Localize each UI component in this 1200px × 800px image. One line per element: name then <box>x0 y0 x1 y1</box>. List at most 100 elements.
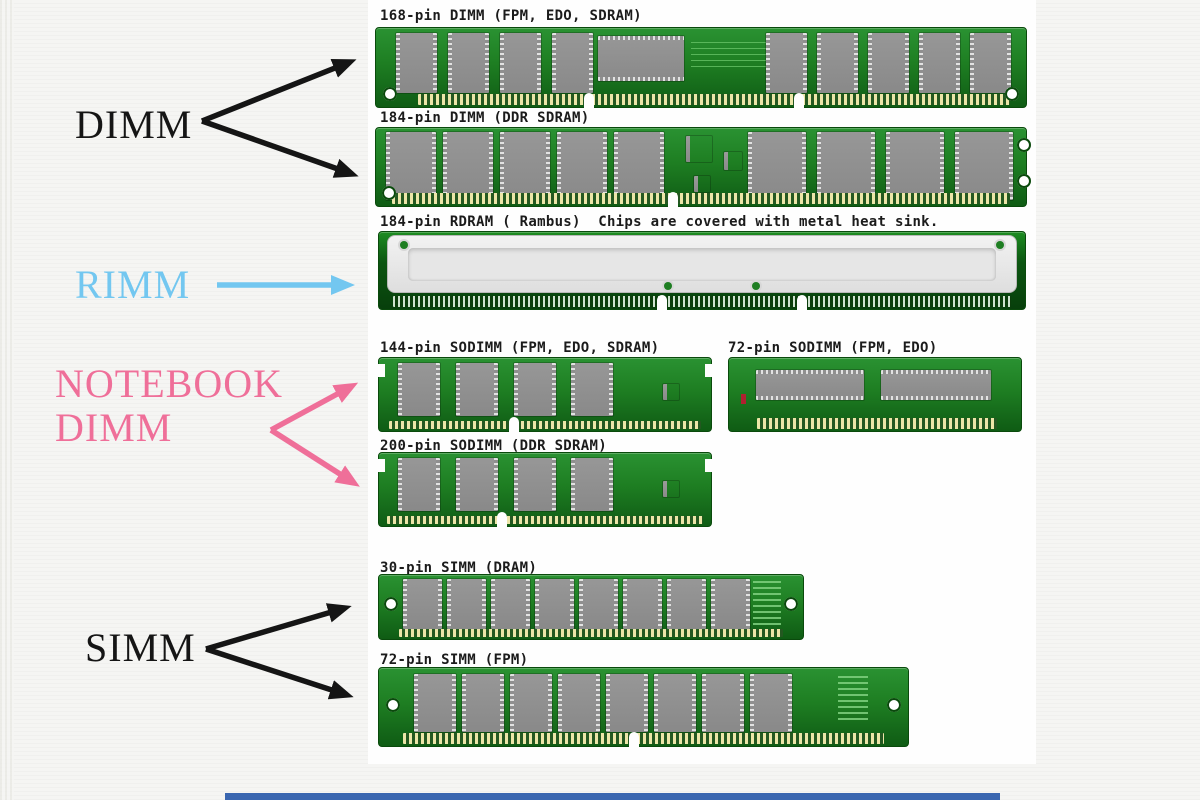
rivet <box>664 282 673 290</box>
spd-chip <box>663 384 679 400</box>
pin-connector <box>389 421 701 429</box>
component-dot <box>741 394 746 404</box>
module-caption-sodimm-200: 200-pin SODIMM (DDR SDRAM) <box>380 438 607 454</box>
memory-chip <box>614 132 664 200</box>
memory-chip <box>456 363 498 416</box>
category-label-notebook-dimm: NOTEBOOK DIMM <box>55 362 283 450</box>
module-caption-dimm-184: 184-pin DIMM (DDR SDRAM) <box>380 110 590 126</box>
module-caption-sodimm-144: 144-pin SODIMM (FPM, EDO, SDRAM) <box>380 340 660 356</box>
mounting-hole <box>1017 138 1031 152</box>
memory-chip <box>500 132 550 200</box>
memory-chip <box>500 33 541 93</box>
pin-connector <box>418 94 1010 105</box>
board-notch <box>705 459 712 472</box>
memory-chip <box>667 579 706 629</box>
footer-accent-bar <box>225 793 1000 800</box>
spd-chip <box>724 152 742 170</box>
pin-connector <box>757 418 997 429</box>
module-caption-dimm-168: 168-pin DIMM (FPM, EDO, SDRAM) <box>380 8 642 24</box>
memory-module-simm-72 <box>378 667 909 747</box>
metal-heat-sink <box>387 235 1017 293</box>
module-caption-simm-72: 72-pin SIMM (FPM) <box>380 652 529 668</box>
memory-chip <box>881 370 991 400</box>
memory-chip <box>571 458 613 511</box>
mounting-hole <box>1017 174 1031 188</box>
rivet <box>996 241 1004 249</box>
memory-chip <box>398 363 440 416</box>
pin-connector <box>392 193 1010 204</box>
memory-chip <box>817 33 858 93</box>
notebook-dimm-line2: DIMM <box>55 405 173 450</box>
spd-chip <box>686 136 712 162</box>
memory-chip <box>396 33 437 93</box>
memory-chip <box>491 579 530 629</box>
module-caption-sodimm-72: 72-pin SODIMM (FPM, EDO) <box>728 340 938 356</box>
memory-chip <box>510 674 552 732</box>
pin-connector <box>399 629 783 637</box>
mounting-hole <box>887 698 901 712</box>
mounting-hole <box>1005 87 1019 101</box>
memory-chip <box>868 33 909 93</box>
category-label-simm: SIMM <box>85 625 196 670</box>
notebook-dimm-line1: NOTEBOOK <box>55 361 283 406</box>
heat-sink-plate <box>408 248 996 281</box>
memory-chip <box>403 579 442 629</box>
connector-notch <box>794 93 804 108</box>
pin-connector <box>387 516 703 524</box>
connector-notch <box>797 295 807 310</box>
mounting-hole <box>386 698 400 712</box>
connector-notch <box>509 417 519 432</box>
mounting-hole <box>382 186 396 200</box>
connector-notch <box>668 192 678 207</box>
memory-chip <box>886 132 944 200</box>
board-notch <box>378 364 385 377</box>
simm-arrows <box>205 603 354 700</box>
memory-chip <box>579 579 618 629</box>
memory-chip <box>955 132 1013 200</box>
memory-chip <box>817 132 875 200</box>
memory-chip <box>919 33 960 93</box>
memory-chip <box>756 370 864 400</box>
module-caption-simm-30: 30-pin SIMM (DRAM) <box>380 560 538 576</box>
memory-chip <box>711 579 750 629</box>
memory-chip <box>623 579 662 629</box>
memory-module-rdram-184 <box>378 231 1026 310</box>
memory-chip <box>462 674 504 732</box>
board-notch <box>705 364 712 377</box>
memory-module-sodimm-144 <box>378 357 712 432</box>
memory-module-simm-30 <box>378 574 804 640</box>
board-notch <box>378 459 385 472</box>
memory-chip <box>766 33 807 93</box>
rivet <box>752 282 761 290</box>
memory-chip <box>414 674 456 732</box>
mounting-hole <box>784 597 798 611</box>
memory-chip <box>654 674 696 732</box>
pin-connector <box>403 733 884 744</box>
rivet <box>400 241 408 249</box>
mounting-hole <box>383 87 397 101</box>
pcb-traces <box>691 42 776 72</box>
dimm-arrows <box>200 59 359 178</box>
memory-chip <box>448 33 489 93</box>
memory-chip <box>748 132 806 200</box>
memory-chip <box>970 33 1011 93</box>
memory-module-sodimm-200 <box>378 452 712 527</box>
memory-chip <box>447 579 486 629</box>
connector-notch <box>657 295 667 310</box>
memory-chip <box>557 132 607 200</box>
memory-chip <box>750 674 792 732</box>
memory-chip <box>443 132 493 200</box>
category-label-dimm: DIMM <box>75 102 193 147</box>
category-label-rimm: RIMM <box>75 262 191 307</box>
memory-chip <box>598 36 684 81</box>
memory-chip <box>514 363 556 416</box>
memory-chip <box>514 458 556 511</box>
background-stripe-texture <box>0 0 14 800</box>
connector-notch <box>497 512 507 527</box>
pcb-traces <box>838 676 868 724</box>
memory-chip <box>398 458 440 511</box>
notebook-dimm-arrows <box>269 382 360 487</box>
pin-connector <box>393 296 1011 307</box>
module-caption-rdram-184: 184-pin RDRAM ( Rambus) Chips are covere… <box>380 214 939 230</box>
